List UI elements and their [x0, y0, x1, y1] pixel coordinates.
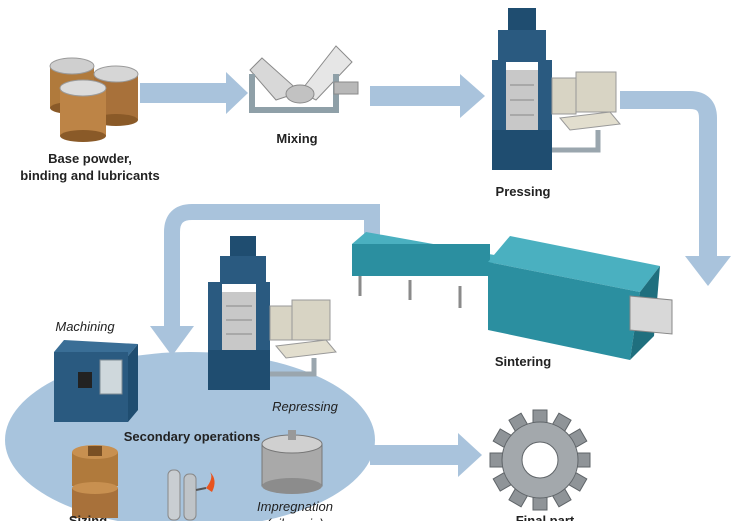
gear-icon	[489, 409, 591, 511]
label-impregnation: Impregnation (oil, resin)	[250, 498, 340, 521]
flow-arrow-sintering-to-secondary	[150, 204, 380, 356]
label-impregnation-line1: Impregnation	[257, 499, 333, 514]
label-sintering: Sintering	[494, 354, 552, 369]
cnc-machine-icon	[54, 340, 138, 422]
sintering-furnace-icon	[352, 232, 673, 360]
powder-containers-icon	[49, 57, 139, 142]
label-final-part: Final part	[515, 513, 575, 521]
v-blender-icon	[249, 45, 359, 113]
label-impregnation-line2: (oil, resin)	[250, 515, 340, 521]
label-pressing: Pressing	[495, 184, 551, 199]
press-machine-icon	[492, 8, 621, 170]
flow-arrow-powder-to-mixing	[140, 72, 248, 114]
label-machining: Machining	[55, 319, 115, 334]
label-sizing: Sizing	[68, 513, 108, 521]
gas-cylinder-icon	[167, 469, 215, 521]
flow-arrow-mixing-to-pressing	[370, 74, 485, 118]
flow-arrow-pressing-to-sintering	[620, 91, 731, 286]
label-mixing: Mixing	[276, 131, 318, 146]
press-machine-icon-repressing	[208, 236, 337, 390]
label-base-powder-line2: binding and lubricants	[20, 168, 160, 183]
flow-arrow-secondary-to-final	[370, 433, 482, 477]
label-base-powder: Base powder, binding and lubricants	[20, 150, 160, 184]
label-secondary-operations: Secondary operations	[123, 429, 261, 444]
sizing-die-icon	[72, 445, 118, 518]
label-repressing: Repressing	[272, 399, 338, 414]
label-base-powder-line1: Base powder,	[48, 151, 132, 166]
impregnation-vessel-icon	[261, 430, 323, 494]
